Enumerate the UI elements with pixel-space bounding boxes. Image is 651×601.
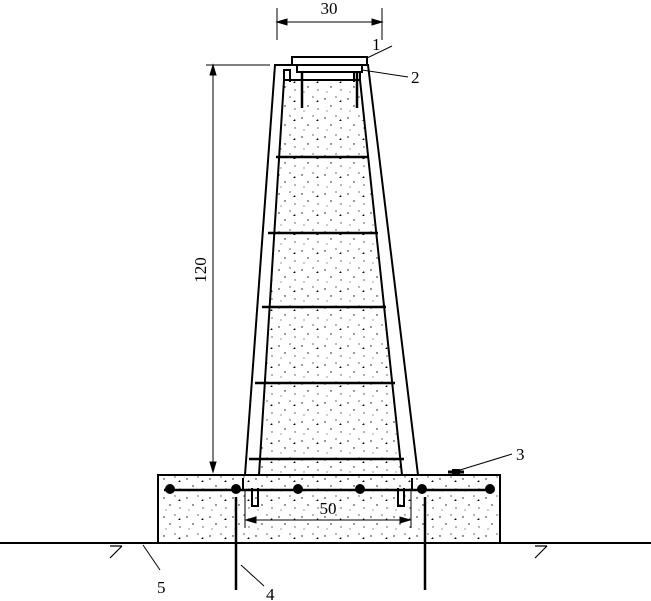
dimension-bottom-width	[244, 490, 412, 528]
dimension-bottom-width-label: 50	[320, 499, 337, 518]
dimension-height-label: 120	[191, 257, 210, 283]
base-slab	[157, 469, 501, 544]
pillar-bands	[249, 155, 404, 461]
callout-leaders	[142, 45, 513, 587]
anchor-hooks	[251, 488, 405, 507]
callout-4: 4	[266, 585, 275, 601]
cap-plate-1	[291, 56, 368, 66]
piles	[234, 497, 427, 590]
cap-plate-2	[296, 64, 363, 73]
tapered-pillar	[243, 56, 420, 476]
dimension-height	[206, 63, 270, 474]
ground	[0, 542, 651, 559]
dimension-top-width-label: 30	[321, 0, 338, 18]
dimension-top-width	[275, 8, 384, 40]
callout-5: 5	[157, 578, 166, 597]
rebar-dots	[165, 484, 495, 494]
ground-hatch-icon	[109, 545, 548, 559]
callout-3: 3	[516, 445, 525, 464]
callout-1: 1	[372, 35, 381, 54]
callout-2: 2	[411, 68, 420, 87]
